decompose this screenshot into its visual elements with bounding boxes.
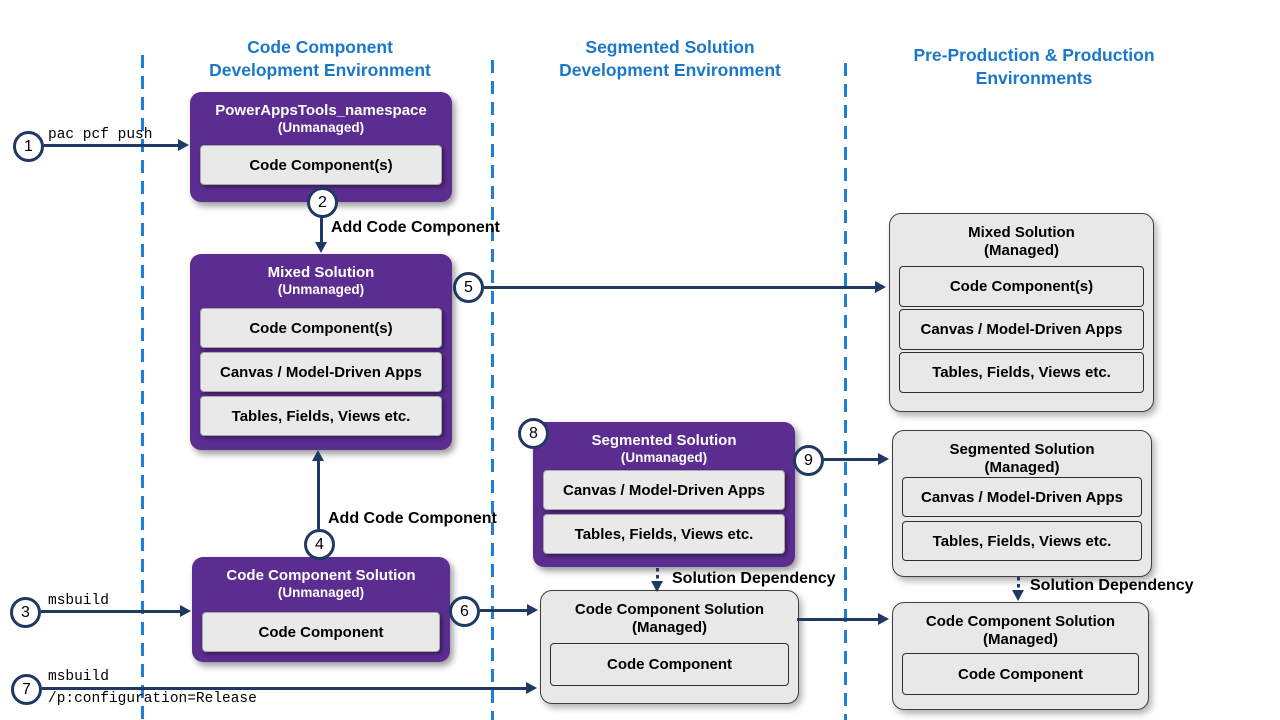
box-title: Code Component Solution xyxy=(925,613,1116,630)
arrow-2-shaft xyxy=(320,217,323,243)
box-title: Code Component Solution xyxy=(574,601,765,618)
arrow-6-head xyxy=(527,604,538,616)
box-item-tables: Tables, Fields, Views etc. xyxy=(543,514,785,554)
box-item-code-components: Code Component(s) xyxy=(200,145,442,185)
dependency-arrow-dev-shaft xyxy=(656,568,659,582)
box-item-code-components: Code Component(s) xyxy=(200,308,442,348)
box-item-apps: Canvas / Model-Driven Apps xyxy=(899,309,1144,350)
step-circle-1: 1 xyxy=(13,131,44,162)
box-item-tables: Tables, Fields, Views etc. xyxy=(899,352,1144,393)
arrow-3-shaft xyxy=(41,610,180,613)
arrow-5-head xyxy=(875,281,886,293)
environment-divider-right xyxy=(844,63,847,720)
box-state: (Managed) xyxy=(632,619,707,636)
column-header-line2: Development Environment xyxy=(209,60,431,80)
column-header-preprod-prod: Pre-Production & Production Environments xyxy=(879,44,1189,90)
dependency-arrow-prod-head xyxy=(1012,590,1024,601)
arrow-2-head xyxy=(315,242,327,253)
box-state: (Managed) xyxy=(983,631,1058,648)
step-circle-4: 4 xyxy=(304,529,335,560)
column-header-line2: Development Environment xyxy=(559,60,781,80)
box-item-tables: Tables, Fields, Views etc. xyxy=(902,521,1142,561)
box-item-apps: Canvas / Model-Driven Apps xyxy=(902,477,1142,517)
segmented-solution-managed-box: Segmented Solution (Managed) Canvas / Mo… xyxy=(892,430,1152,577)
arrow-6-shaft xyxy=(480,609,528,612)
arrow-1-shaft xyxy=(44,144,178,147)
add-code-component-label-top: Add Code Component xyxy=(331,219,500,236)
msbuild-release-label-line2: /p:configuration=Release xyxy=(48,691,257,707)
powerapps-namespace-box: PowerAppsTools_namespace (Unmanaged) Cod… xyxy=(190,92,452,202)
box-state: (Unmanaged) xyxy=(277,282,365,297)
box-item-code-component: Code Component xyxy=(550,643,789,686)
environment-divider-middle xyxy=(491,60,494,720)
box-item-code-component: Code Component xyxy=(902,653,1139,695)
box-title: Code Component Solution xyxy=(226,567,416,584)
arrow-7-head xyxy=(526,682,537,694)
arrow-9-head xyxy=(878,453,889,465)
box-state: (Managed) xyxy=(984,242,1059,259)
arrow-3-head xyxy=(180,605,191,617)
step-circle-9: 9 xyxy=(793,445,824,476)
step-circle-3: 3 xyxy=(10,597,41,628)
step-circle-8: 8 xyxy=(518,418,549,449)
box-title: Segmented Solution xyxy=(949,441,1095,458)
arrow-4-shaft xyxy=(317,460,320,529)
box-state: (Unmanaged) xyxy=(620,450,708,465)
column-header-segmented-dev: Segmented Solution Development Environme… xyxy=(515,36,825,82)
box-item-code-components: Code Component(s) xyxy=(899,266,1144,307)
box-state: (Unmanaged) xyxy=(277,585,365,600)
dependency-arrow-dev-head xyxy=(651,581,663,592)
box-item-apps: Canvas / Model-Driven Apps xyxy=(200,352,442,392)
box-title: Mixed Solution xyxy=(968,224,1075,241)
add-code-component-label-bottom: Add Code Component xyxy=(328,510,497,527)
msbuild-label: msbuild xyxy=(48,593,109,609)
arrow-9-shaft xyxy=(824,458,879,461)
step-circle-7: 7 xyxy=(11,674,42,705)
arrow-5-shaft xyxy=(484,286,876,289)
column-header-line1: Segmented Solution xyxy=(585,37,755,57)
code-component-solution-unmanaged-box: Code Component Solution (Unmanaged) Code… xyxy=(192,557,450,662)
arrow-1-head xyxy=(178,139,189,151)
arrow-managed-ccs-shaft xyxy=(797,618,879,621)
mixed-solution-managed-box: Mixed Solution (Managed) Code Component(… xyxy=(889,213,1154,412)
box-item-code-component: Code Component xyxy=(202,612,440,652)
step-circle-5: 5 xyxy=(453,272,484,303)
arrow-managed-ccs-head xyxy=(878,613,889,625)
column-header-line1: Code Component xyxy=(247,37,393,57)
dependency-arrow-prod-shaft xyxy=(1017,577,1020,591)
box-state: (Managed) xyxy=(984,459,1060,476)
solution-dependency-label-prod: Solution Dependency xyxy=(1030,577,1194,594)
box-title: Mixed Solution xyxy=(267,264,375,281)
arrow-4-head xyxy=(312,450,324,461)
pac-pcf-push-label: pac pcf push xyxy=(48,127,153,143)
step-circle-6: 6 xyxy=(449,596,480,627)
code-component-solution-managed-prod-box: Code Component Solution (Managed) Code C… xyxy=(892,602,1149,710)
mixed-solution-unmanaged-box: Mixed Solution (Unmanaged) Code Componen… xyxy=(190,254,452,450)
column-header-code-component-dev: Code Component Development Environment xyxy=(165,36,475,82)
step-circle-2: 2 xyxy=(307,187,338,218)
box-title: PowerAppsTools_namespace xyxy=(215,102,427,119)
environment-divider-left xyxy=(141,55,144,720)
arrow-7-shaft xyxy=(42,687,527,690)
box-item-tables: Tables, Fields, Views etc. xyxy=(200,396,442,436)
msbuild-release-label-line1: msbuild xyxy=(48,669,109,685)
column-header-line2: Environments xyxy=(975,68,1093,88)
segmented-solution-unmanaged-box: Segmented Solution (Unmanaged) Canvas / … xyxy=(533,422,795,567)
solution-dependency-label-dev: Solution Dependency xyxy=(672,570,836,587)
column-header-line1: Pre-Production & Production xyxy=(913,45,1155,65)
box-item-apps: Canvas / Model-Driven Apps xyxy=(543,470,785,510)
box-title: Segmented Solution xyxy=(591,432,737,449)
box-state: (Unmanaged) xyxy=(277,120,365,135)
code-component-solution-managed-dev-box: Code Component Solution (Managed) Code C… xyxy=(540,590,799,704)
